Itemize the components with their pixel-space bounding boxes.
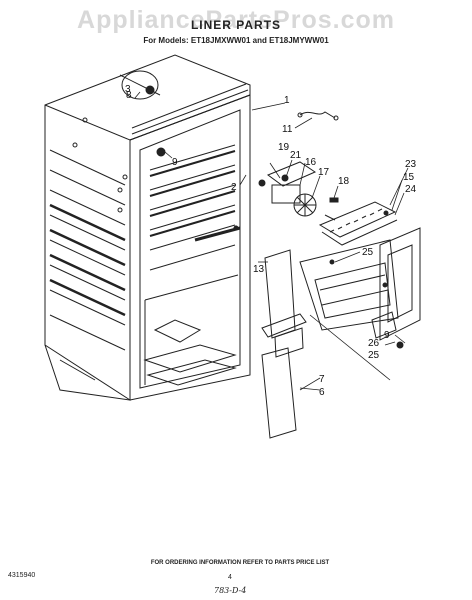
callout-25: 25 xyxy=(362,247,374,258)
callout-13: 13 xyxy=(253,264,265,275)
callout-23: 23 xyxy=(405,159,417,170)
callout-15: 15 xyxy=(403,172,415,183)
callout-16: 16 xyxy=(305,157,317,168)
handwritten-code: 783-D-4 xyxy=(214,586,247,595)
callout-17: 17 xyxy=(318,167,330,178)
callout-7: 7 xyxy=(319,374,325,385)
liner-cabinet xyxy=(44,54,251,401)
part-11-wire xyxy=(297,111,339,121)
callout-24: 24 xyxy=(405,184,417,195)
part-7-cover xyxy=(261,313,307,358)
callout-26: 26 xyxy=(368,338,380,349)
model-subtitle: For Models: ET18JMXWW01 and ET18JMYWW01 xyxy=(143,36,329,45)
callout-18: 18 xyxy=(338,176,350,187)
callout-21: 21 xyxy=(290,150,302,161)
evaporator-cover xyxy=(299,227,421,341)
air-grille-assembly xyxy=(318,201,398,246)
document-number: 4315940 xyxy=(8,572,36,579)
part-6-duct xyxy=(261,347,297,439)
page-number: 4 xyxy=(228,574,232,581)
part-9-bracket xyxy=(371,311,404,349)
watermark: AppliancePartsPros.com xyxy=(77,6,395,34)
callout-6: 6 xyxy=(319,387,325,398)
callout-19: 19 xyxy=(278,142,290,153)
callout-25-lower: 25 xyxy=(368,350,380,361)
callout-3: 3 xyxy=(125,84,131,95)
callout-11: 11 xyxy=(282,124,293,135)
callout-2: 2 xyxy=(231,182,237,193)
callout-labels: 1 2 3 6 7 8 9 9 11 13 15 16 17 18 19 21 … xyxy=(125,84,417,398)
callout-8: 8 xyxy=(126,90,132,101)
page-title: LINER PARTS xyxy=(190,18,282,32)
callout-9: 9 xyxy=(172,157,178,168)
leader-lines xyxy=(134,91,409,391)
callout-1: 1 xyxy=(284,95,290,106)
ordering-note: FOR ORDERING INFORMATION REFER TO PARTS … xyxy=(150,560,330,566)
callout-9-right: 9 xyxy=(384,330,390,341)
